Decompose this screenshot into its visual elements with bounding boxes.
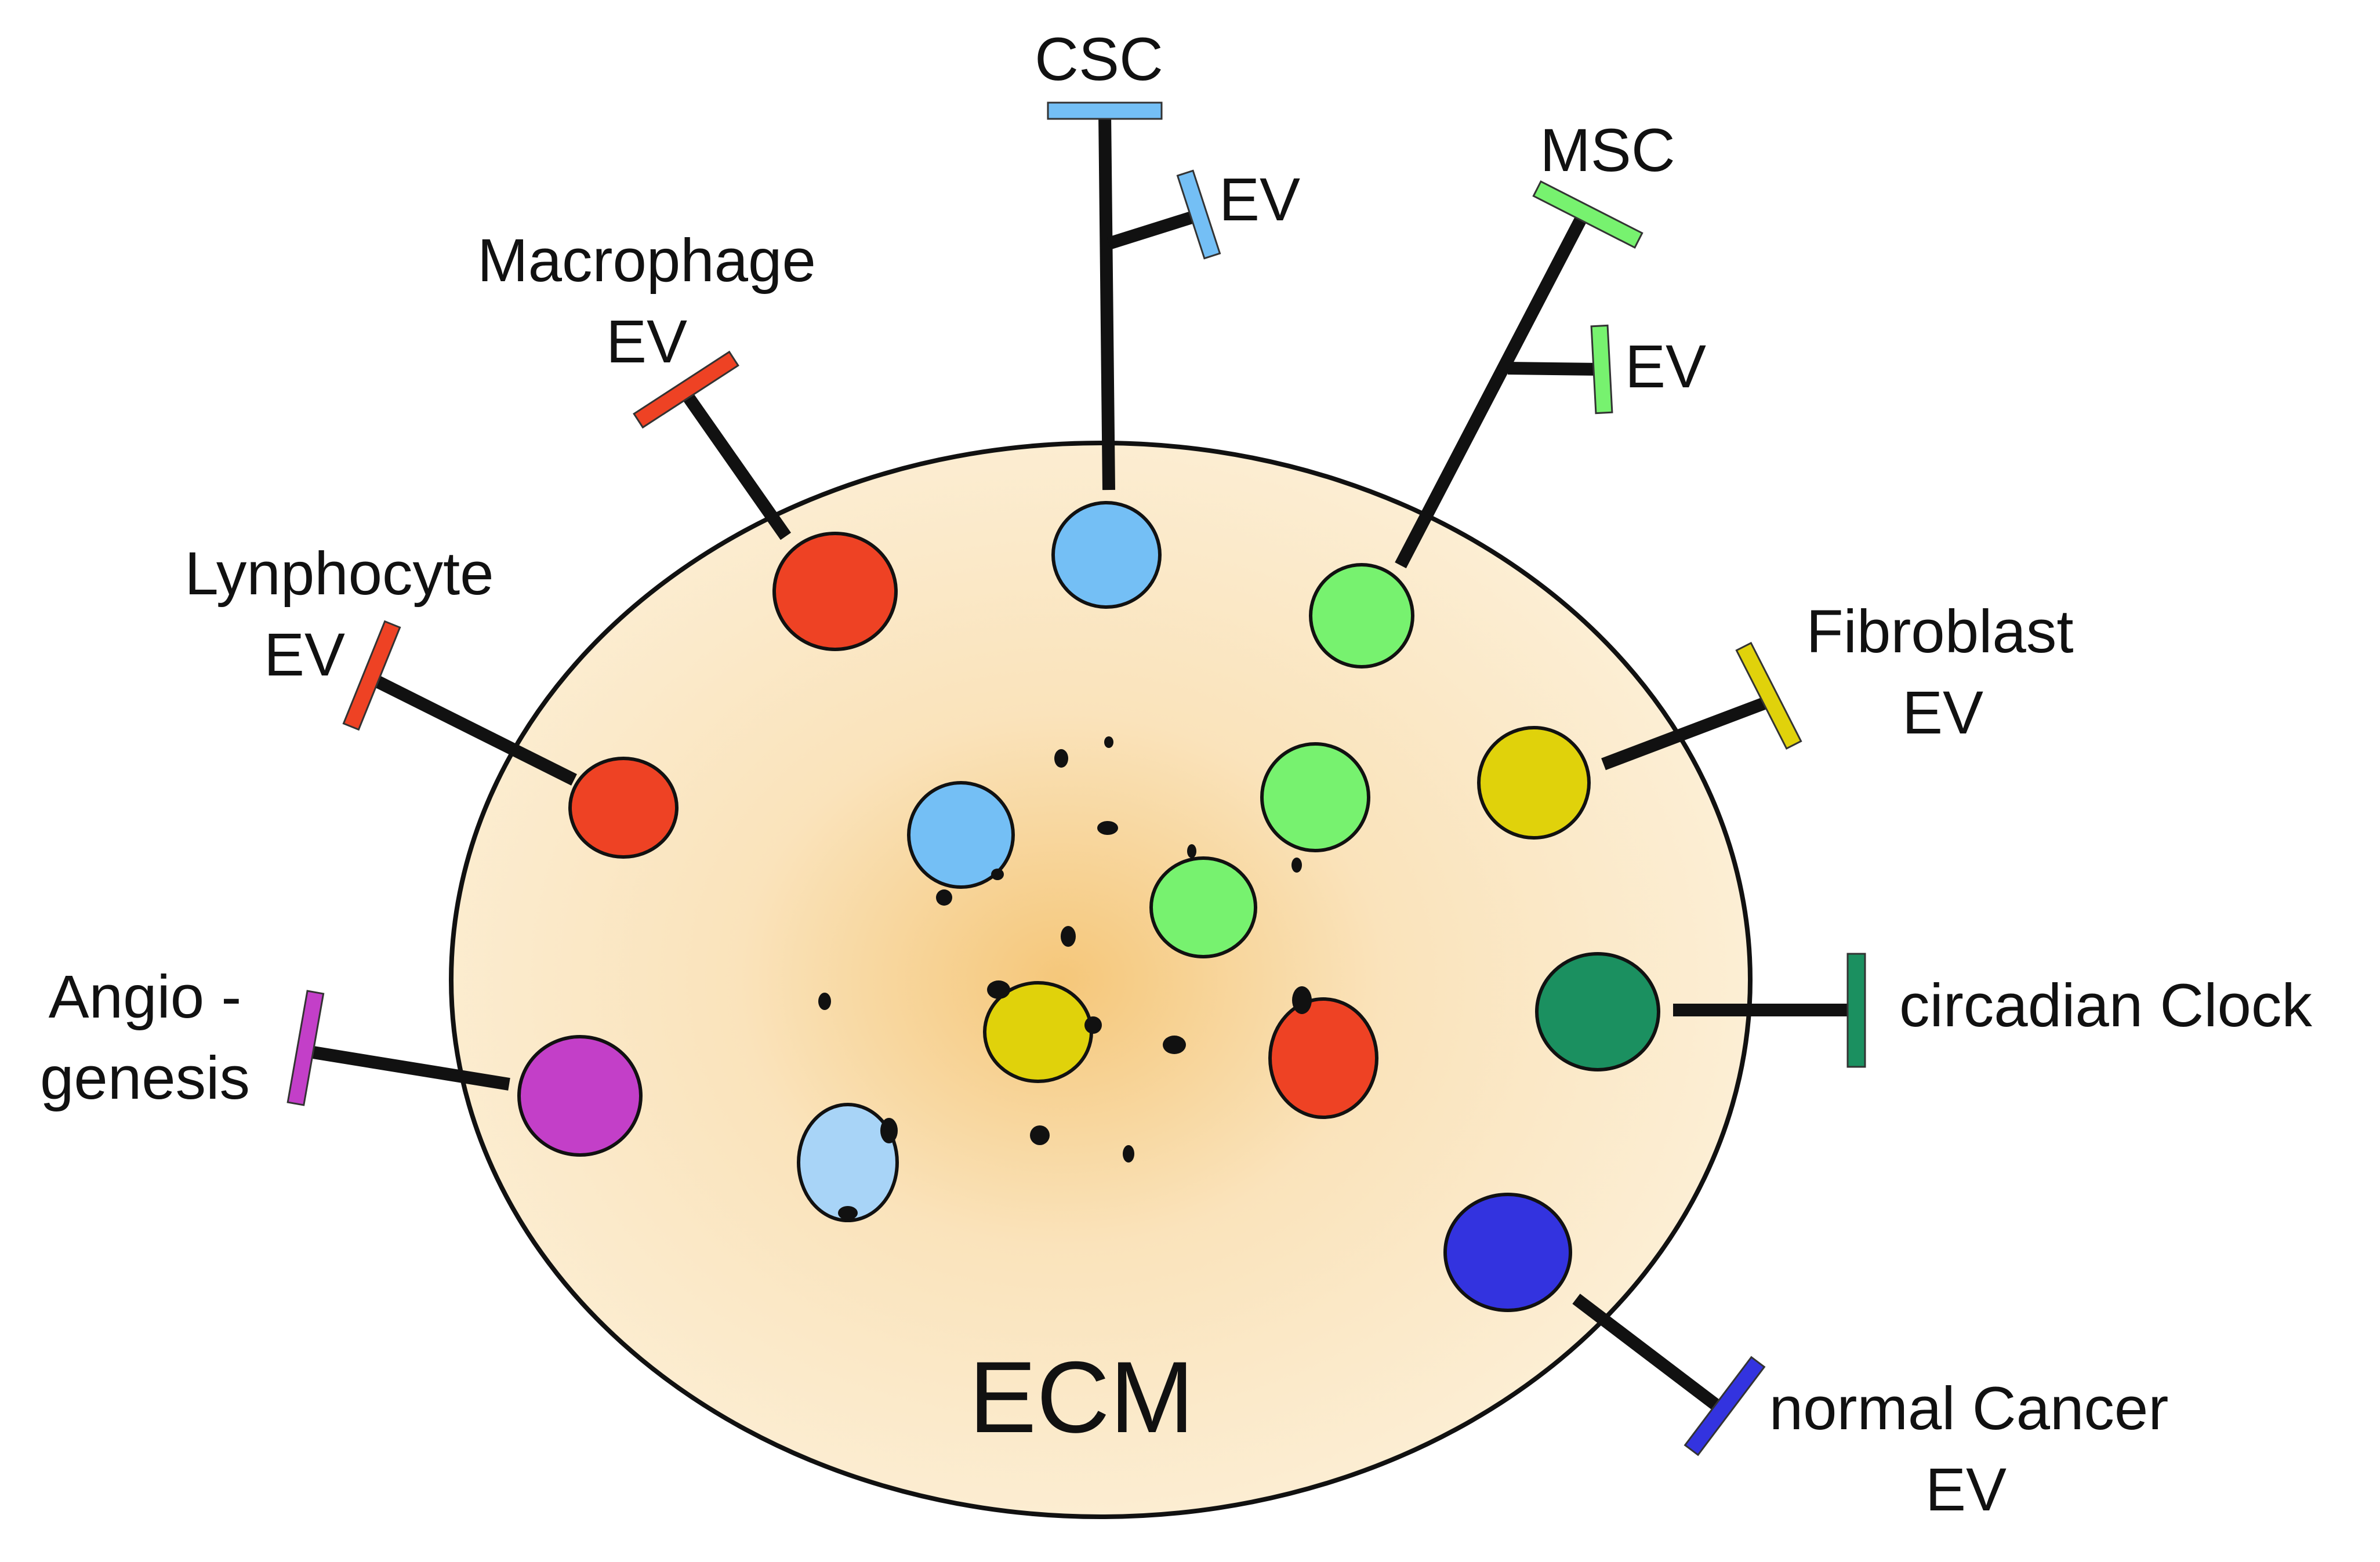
- ev-dot: [1291, 858, 1302, 873]
- fibroblast-bar: [1735, 641, 1802, 750]
- inner-light-blue-cell: [797, 1103, 899, 1222]
- macrophage-cell: [772, 532, 898, 651]
- msc-cell: [1309, 563, 1414, 669]
- normal-cancer-stem: [1572, 1294, 1725, 1414]
- normal-cancer-label: normal Cancer: [1769, 1375, 2169, 1443]
- msc-label: MSC: [1540, 117, 1675, 184]
- lymphocyte-cell: [568, 757, 679, 859]
- fibroblast-ev-label: EV: [1902, 679, 1983, 747]
- ev-dot: [1084, 1016, 1102, 1034]
- csc-ev-branch: [1106, 211, 1194, 250]
- ev-dot: [936, 889, 952, 906]
- inner-green-cell-upper: [1260, 742, 1370, 852]
- ev-dot: [880, 1118, 898, 1143]
- circadian-bar: [1846, 953, 1866, 1068]
- inhibition-stems: [312, 112, 1856, 1414]
- ecm-label: ECM: [969, 1341, 1195, 1454]
- normal-cancer-ev-label: EV: [1925, 1456, 2007, 1524]
- circadian-clock-cell: [1535, 952, 1660, 1071]
- normal-cancer-bar: [1684, 1356, 1766, 1456]
- inner-cells: [797, 742, 1378, 1222]
- circadian-clock-label: circadian Clock: [1899, 972, 2312, 1040]
- macrophage-label: Macrophage: [477, 227, 816, 295]
- lymphocyte-ev-label: EV: [264, 621, 345, 689]
- ev-dot: [818, 993, 831, 1010]
- csc-ev-label: EV: [1219, 166, 1300, 234]
- macrophage-ev-label: EV: [606, 308, 687, 376]
- ev-dot: [1123, 1145, 1134, 1163]
- inhibition-bars: [286, 101, 1866, 1456]
- angiogenesis-stem: [312, 1046, 510, 1091]
- ev-dots: [818, 736, 1312, 1220]
- lymphocyte-stem: [374, 675, 577, 786]
- labels: CSC EV MSC EV Macrophage EV Lynphocyte E…: [40, 26, 2312, 1524]
- csc-bar: [1047, 101, 1163, 120]
- inner-red-cell: [1268, 997, 1378, 1119]
- outer-cells: [517, 501, 1660, 1312]
- macrophage-bar: [633, 350, 739, 429]
- msc-bar: [1532, 180, 1643, 249]
- msc-ev-bar: [1590, 324, 1613, 415]
- inner-blue-cell: [907, 781, 1015, 889]
- csc-stem: [1098, 112, 1115, 491]
- ecm-body: [449, 441, 1753, 1519]
- ev-dot: [1187, 844, 1196, 858]
- ev-dot: [1097, 821, 1118, 835]
- ev-dot: [1104, 736, 1113, 748]
- ev-dot: [1054, 749, 1068, 768]
- inner-green-cell: [1149, 856, 1257, 958]
- lymphocyte-label: Lynphocyte: [184, 540, 494, 608]
- fibroblast-label: Fibroblast: [1806, 598, 2073, 666]
- csc-cell: [1051, 501, 1162, 609]
- ev-dot: [991, 869, 1004, 880]
- msc-stem: [1395, 217, 1586, 569]
- ev-dot: [1292, 986, 1312, 1014]
- normal-cancer-cell: [1443, 1193, 1572, 1312]
- ev-dot: [1061, 926, 1076, 947]
- ev-dot: [838, 1206, 858, 1220]
- ev-dot: [1030, 1125, 1050, 1145]
- lymphocyte-bar: [342, 620, 401, 731]
- angiogenesis-label-line1: Angio -: [49, 963, 242, 1031]
- angiogenesis-bar: [286, 990, 325, 1106]
- ev-dot: [987, 980, 1010, 999]
- msc-ev-branch: [1507, 362, 1601, 376]
- angiogenesis-cell: [517, 1035, 643, 1157]
- csc-ev-bar: [1176, 169, 1221, 260]
- ev-dot: [1163, 1036, 1186, 1054]
- macrophage-stem: [679, 387, 792, 540]
- angiogenesis-label-line2: genesis: [40, 1044, 250, 1112]
- msc-ev-label: EV: [1625, 333, 1706, 401]
- csc-label: CSC: [1035, 26, 1163, 93]
- fibroblast-cell: [1477, 726, 1591, 840]
- fibroblast-stem: [1601, 695, 1771, 771]
